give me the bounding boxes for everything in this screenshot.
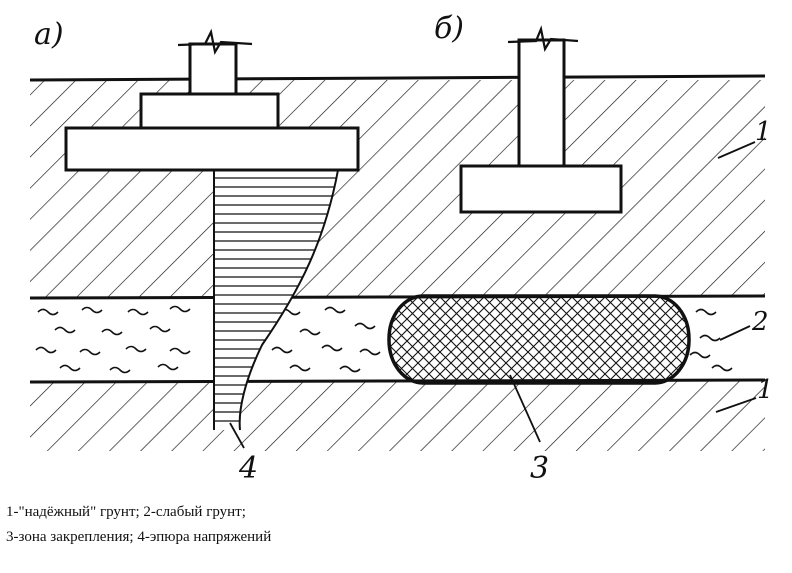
column-a — [188, 42, 238, 96]
caption-line-1: 1-"надёжный" грунт; 2-слабый грунт; — [6, 504, 246, 520]
reliable-soil-bottom — [30, 381, 765, 451]
marker-1-top: 1 — [755, 117, 772, 147]
panel-a-label: а) — [34, 17, 64, 52]
marker-1-bottom: 1 — [757, 375, 774, 405]
leader-1-bottom — [715, 397, 757, 413]
foundation-diagram: а) б) 1 2 1 3 4 — [29, 11, 774, 486]
foundation-a — [64, 42, 360, 172]
marker-3: 3 — [530, 451, 549, 486]
weak-soil-waves — [35, 305, 733, 374]
consolidation-zone — [387, 294, 691, 385]
foundation-b-slab — [459, 164, 623, 214]
marker-2: 2 — [751, 307, 769, 337]
caption-line-2: 3-зона закрепления; 4-эпюра напряжений — [6, 529, 272, 545]
leader-1-top — [717, 141, 756, 159]
foundation-a-slab — [64, 126, 360, 172]
marker-4: 4 — [238, 451, 258, 486]
foundation-a-upper-step — [139, 92, 280, 130]
leader-3 — [509, 374, 541, 443]
column-b — [517, 38, 566, 168]
ground-surface-line — [29, 74, 766, 82]
foundation-b — [459, 38, 623, 214]
leader-2 — [719, 325, 751, 341]
leader-4 — [229, 422, 245, 449]
panel-b-label: б) — [434, 11, 464, 46]
